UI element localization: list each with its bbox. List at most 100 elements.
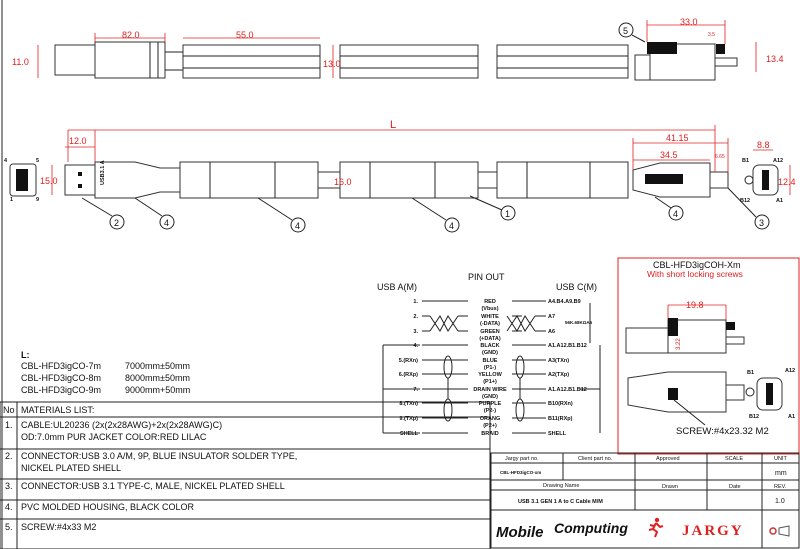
svg-text:2.: 2. bbox=[5, 451, 13, 461]
usb-c-connector bbox=[632, 162, 729, 198]
callout-4: 4 bbox=[257, 197, 306, 233]
svg-text:(GND): (GND) bbox=[482, 394, 498, 400]
drawing-name: USB 3.1 GEN 1 A to C Cable M/M bbox=[518, 499, 603, 505]
pinout-right-header: USB C(M) bbox=[556, 282, 597, 292]
svg-text:Jargy part no.: Jargy part no. bbox=[505, 456, 539, 462]
svg-text:B11(RXp): B11(RXp) bbox=[548, 416, 573, 422]
crossover-icon bbox=[429, 315, 459, 332]
svg-text:7000mm±50mm: 7000mm±50mm bbox=[125, 361, 190, 371]
svg-text:Approved: Approved bbox=[656, 456, 680, 462]
svg-text:4: 4 bbox=[449, 221, 454, 231]
dim-cable-od: 16.0 bbox=[334, 177, 352, 187]
dim-a-plug-height: 15.0 bbox=[40, 176, 58, 186]
pinout-row: 4. BLACK A1.A12.B1.B12 (GND) bbox=[413, 343, 586, 356]
runner-icon bbox=[648, 517, 664, 538]
dim-c-end-length: 33.0 bbox=[680, 17, 698, 27]
svg-text:A2(TXp): A2(TXp) bbox=[548, 372, 569, 378]
svg-text:1: 1 bbox=[505, 209, 510, 219]
svg-text:Date: Date bbox=[729, 484, 741, 490]
variant-title: CBL-HFD3igCOH-Xm bbox=[653, 260, 741, 270]
svg-text:CABLE:UL20236 (2x(2x28AWG)+2x(: CABLE:UL20236 (2x(2x28AWG)+2x(2x28AWG)C) bbox=[21, 420, 222, 430]
logo-mobile: Mobile bbox=[496, 524, 544, 541]
middle-cable bbox=[179, 161, 629, 199]
svg-text:GREEN: GREEN bbox=[480, 329, 500, 335]
variant-screw-note: SCREW:#4x23.32 M2 bbox=[676, 426, 769, 437]
svg-text:4: 4 bbox=[164, 218, 169, 228]
svg-text:4: 4 bbox=[4, 158, 8, 164]
svg-text:9: 9 bbox=[36, 197, 39, 203]
svg-text:A12: A12 bbox=[773, 158, 783, 164]
top-view-usb-c bbox=[634, 42, 738, 81]
projection-symbol-icon bbox=[769, 525, 790, 537]
svg-text:7.: 7. bbox=[413, 387, 418, 393]
svg-text:2.: 2. bbox=[413, 314, 418, 320]
svg-text:A1.A12.B1.B12: A1.A12.B1.B12 bbox=[548, 387, 587, 393]
svg-text:(+DATA): (+DATA) bbox=[479, 336, 501, 342]
svg-text:9.(TXp): 9.(TXp) bbox=[399, 416, 418, 422]
svg-text:SCREW:#4x33 M2: SCREW:#4x33 M2 bbox=[21, 522, 96, 532]
callouts: 2 4 4 4 1 4 3 bbox=[81, 187, 770, 233]
callout-4: 4 bbox=[411, 197, 460, 233]
svg-text:A1.A12.B1.B12: A1.A12.B1.B12 bbox=[548, 343, 587, 349]
top-view-usb-a bbox=[54, 41, 183, 79]
svg-text:4: 4 bbox=[295, 221, 300, 231]
svg-text:A1: A1 bbox=[788, 414, 795, 420]
dim-cable-height: 13.0 bbox=[323, 59, 341, 69]
logo-jargy: JARGY bbox=[682, 523, 744, 539]
svg-text:OD:7.0mm PUR JACKET COLOR:RED: OD:7.0mm PUR JACKET COLOR:RED LILAC bbox=[21, 432, 207, 442]
callout-4: 4 bbox=[654, 196, 684, 221]
svg-text:3.: 3. bbox=[413, 329, 418, 335]
svg-text:BLACK: BLACK bbox=[480, 343, 499, 349]
svg-text:B1: B1 bbox=[747, 370, 754, 376]
svg-text:(GND): (GND) bbox=[482, 350, 498, 356]
dim-overall-length: L bbox=[390, 119, 396, 131]
variant-dim-height: 3.22 bbox=[676, 338, 682, 350]
dim-c-total: 41.15 bbox=[666, 133, 689, 143]
svg-text:8000mm±50mm: 8000mm±50mm bbox=[125, 373, 190, 383]
dim-c-face-width: 8.8 bbox=[757, 140, 770, 150]
svg-text:1.: 1. bbox=[413, 299, 418, 305]
svg-text:SCALE: SCALE bbox=[725, 456, 743, 462]
svg-text:Client part no.: Client part no. bbox=[578, 456, 613, 462]
svg-text:CONNECTOR:USB 3.1 TYPE-C, MALE: CONNECTOR:USB 3.1 TYPE-C, MALE, NICKEL P… bbox=[21, 481, 285, 491]
pinout-diagram: PIN OUT USB A(M) USB C(M) 56K.68KΩA5 1.R… bbox=[377, 272, 601, 437]
callout-3: 3 bbox=[727, 187, 770, 230]
svg-text:WHITE: WHITE bbox=[481, 314, 499, 320]
svg-text:Drawn: Drawn bbox=[662, 484, 678, 490]
variant-dim-length: 19.8 bbox=[686, 300, 704, 310]
resistor-note: 56K.68KΩA5 bbox=[565, 320, 593, 325]
svg-text:DRAIN WIRE: DRAIN WIRE bbox=[473, 387, 507, 393]
revision: 1.0 bbox=[775, 498, 785, 505]
variant-box: CBL-HFD3igCOH-Xm With short locking scre… bbox=[617, 257, 800, 455]
svg-text:REV.: REV. bbox=[774, 484, 787, 490]
svg-text:1: 1 bbox=[10, 197, 13, 203]
svg-text:5.: 5. bbox=[5, 522, 13, 532]
jargy-part-number: CBL-HFD3igCO-xm bbox=[500, 470, 541, 475]
middle-dimensions: L 12.0 15.0 16.0 41.15 34.5 6.65 8.8 12.… bbox=[40, 119, 796, 195]
dim-c-face-height: 12.4 bbox=[778, 177, 796, 187]
svg-text:A7: A7 bbox=[548, 314, 555, 320]
crossover-icon bbox=[506, 315, 536, 332]
screw-thread bbox=[647, 42, 677, 54]
dim-c-housing: 34.5 bbox=[660, 150, 678, 160]
svg-text:8.(TXn): 8.(TXn) bbox=[399, 401, 418, 407]
svg-text:4.: 4. bbox=[413, 343, 418, 349]
svg-text:Drawing Name: Drawing Name bbox=[543, 483, 579, 489]
svg-text:NICKEL PLATED SHELL: NICKEL PLATED SHELL bbox=[21, 463, 121, 473]
dim-c-end-height: 13.4 bbox=[766, 54, 784, 64]
svg-text:3.: 3. bbox=[5, 481, 13, 491]
svg-text:B10(RXn): B10(RXn) bbox=[548, 401, 573, 407]
svg-text:SHELL: SHELL bbox=[400, 431, 419, 437]
callout-4: 4 bbox=[134, 197, 175, 230]
svg-text:A3(TXn): A3(TXn) bbox=[548, 358, 569, 364]
